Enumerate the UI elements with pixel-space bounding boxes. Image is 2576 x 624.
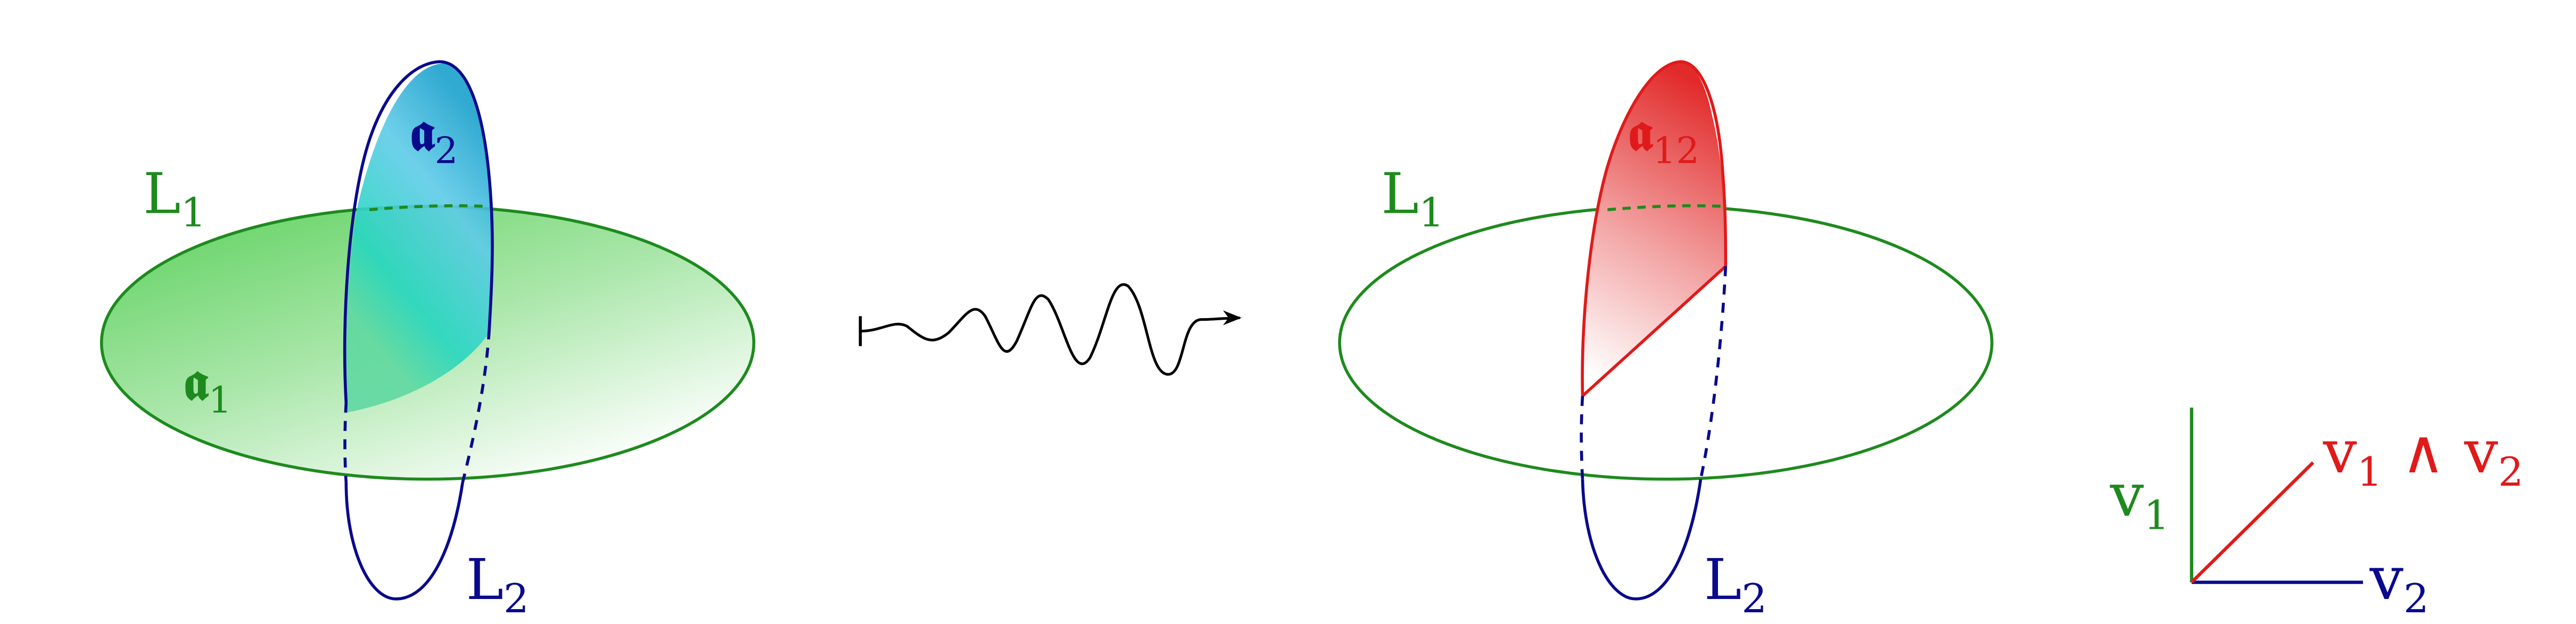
label-a2: 𝖆2 <box>409 100 458 172</box>
label-a1-sub: 1 <box>208 379 232 422</box>
red-surface-outline <box>1581 60 1728 400</box>
label-v2: v2 <box>2369 544 2429 622</box>
label-v1-sub: 1 <box>2144 492 2169 539</box>
squiggle-path <box>860 283 1242 376</box>
label-a12-base: 𝖆 <box>1628 100 1654 163</box>
blue-ellipse-bottom-right <box>1581 479 1703 601</box>
label-a12: 𝖆12 <box>1628 100 1699 172</box>
label-l2-right-base: L <box>1704 547 1742 613</box>
label-wedge-a: v <box>2323 417 2357 487</box>
blue-surface-l2 <box>344 63 492 413</box>
label-l1-right: L1 <box>1381 161 1444 236</box>
label-a12-sub: 12 <box>1653 130 1699 172</box>
label-a2-base: 𝖆 <box>409 100 435 163</box>
blue-hidden-right-right <box>1699 266 1728 480</box>
label-l2-right-sub: 2 <box>1741 575 1767 622</box>
blue-ellipse-hidden-left <box>343 402 348 483</box>
label-wedge-b: v <box>2464 417 2498 487</box>
squiggle-arrow <box>858 283 1242 376</box>
label-l1-left: L1 <box>143 161 206 236</box>
label-wedge-b-sub: 2 <box>2498 448 2524 495</box>
label-l1-left-base: L <box>143 161 181 227</box>
label-a2-sub: 2 <box>435 130 458 172</box>
label-v1-base: v <box>2110 461 2144 530</box>
label-l1-right-sub: 1 <box>1419 189 1444 236</box>
blue-ellipse-front <box>343 60 494 403</box>
label-a1: 𝖆1 <box>183 350 232 422</box>
blue-ellipse-hidden-right <box>461 329 491 483</box>
label-wedge: v1 ∧ v2 <box>2323 417 2524 495</box>
axis-wedge <box>2190 461 2315 584</box>
label-wedge-a-sub: 1 <box>2357 448 2382 495</box>
label-l2-right: L2 <box>1704 547 1767 622</box>
label-l1-left-sub: 1 <box>180 189 206 236</box>
label-v1: v1 <box>2110 461 2169 539</box>
label-l1-right-base: L <box>1381 161 1419 227</box>
label-l2-left-sub: 2 <box>503 575 529 622</box>
right-panel: L1 L2 𝖆12 <box>1338 60 1994 622</box>
blue-hidden-left-right <box>1580 396 1584 479</box>
axes-diagram: v1 v2 v1 ∧ v2 <box>2110 407 2524 622</box>
label-l2-left: L2 <box>466 547 529 622</box>
label-a1-base: 𝖆 <box>183 350 209 412</box>
label-l2-left-base: L <box>466 547 503 613</box>
label-v2-base: v <box>2369 544 2404 613</box>
blue-ellipse-bottom <box>344 482 464 601</box>
label-v2-sub: 2 <box>2404 575 2429 622</box>
label-wedge-op: ∧ <box>2382 417 2464 487</box>
red-surface-a12 <box>1582 61 1726 396</box>
left-panel: L1 L2 𝖆1 𝖆2 <box>100 60 756 622</box>
